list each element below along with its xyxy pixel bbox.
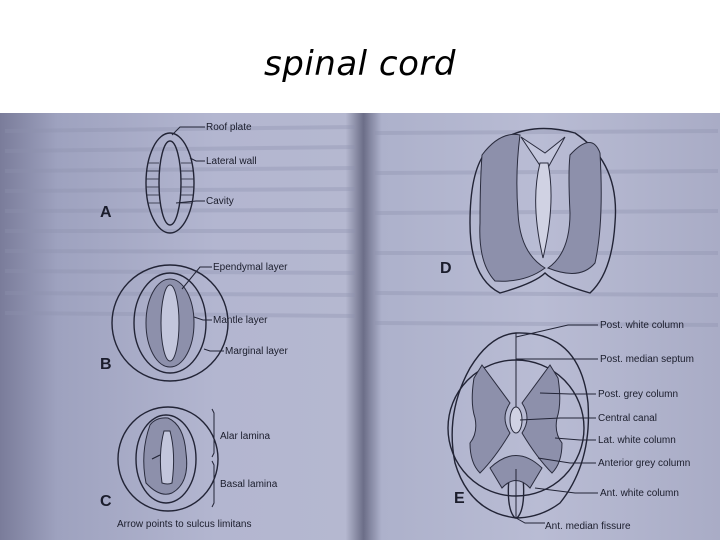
letter-a: A [100,204,112,221]
label-anterior-grey-column: Anterior grey column [598,458,690,469]
diagram-a: Roof plate Lateral wall Cavity A [100,122,257,234]
label-post-median-septum: Post. median septum [600,354,694,365]
label-ant-white-column: Ant. white column [600,488,679,499]
label-lat-white-column: Lat. white column [598,435,676,446]
label-cavity: Cavity [206,196,234,207]
label-basal-lamina: Basal lamina [220,479,278,490]
slide-title: spinal cord [264,44,456,84]
caption-sulcus-limitans: Arrow points to sulcus limitans [117,519,252,530]
label-alar-lamina: Alar lamina [220,431,270,442]
diagram-b: Ependymal layer Mantle layer Marginal la… [100,262,288,382]
label-marginal-layer: Marginal layer [225,346,288,357]
label-lateral-wall: Lateral wall [206,156,257,167]
diagram-e: Post. white column Post. median septum P… [447,320,694,532]
spinal-cord-figures: Roof plate Lateral wall Cavity A Ependym… [4,122,719,532]
label-post-grey-column: Post. grey column [598,389,678,400]
diagram-c: Alar lamina Basal lamina C Arrow points … [100,406,278,530]
label-central-canal: Central canal [598,413,657,424]
label-post-white-column: Post. white column [600,320,684,331]
letter-c: C [100,493,112,510]
background-text-lines [4,125,719,327]
label-mantle-layer: Mantle layer [213,315,268,326]
label-ant-median-fissure: Ant. median fissure [545,521,631,532]
label-roof-plate: Roof plate [206,122,252,133]
letter-b: B [100,356,112,373]
letter-d: D [440,260,452,277]
diagram-d: D [440,127,617,294]
letter-e: E [454,490,465,507]
textbook-photo: Roof plate Lateral wall Cavity A Ependym… [0,113,720,540]
label-ependymal-layer: Ependymal layer [213,262,288,273]
